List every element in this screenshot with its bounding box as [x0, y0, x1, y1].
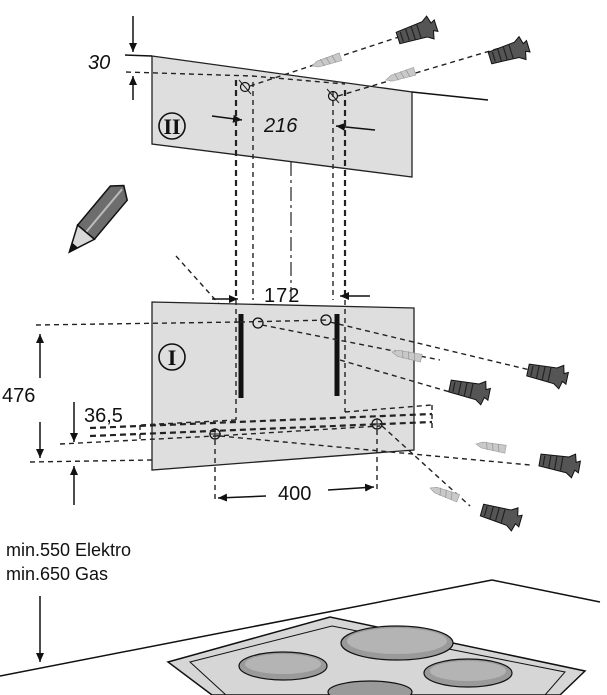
note-min-gas: min.650 Gas [6, 564, 108, 584]
upper-panel-label: II [163, 114, 180, 139]
wall-plug-icon [537, 447, 583, 480]
dimension-lower-spacing: 172 [212, 285, 370, 307]
dimension-upper-spacing: 216 [211, 114, 376, 137]
wall-plug-icon [446, 373, 493, 407]
dimension-lower-width: 400 [217, 483, 375, 505]
cooktop-icon [0, 579, 601, 695]
lower-anchors [219, 321, 583, 534]
dimension-height: 476 [2, 334, 44, 458]
pencil-icon [68, 184, 129, 254]
upper-hole-left [239, 81, 251, 93]
burner-front-centre [327, 680, 413, 695]
dim-30-label: 30 [88, 52, 110, 74]
note-min-electric: min.550 Elektro [6, 540, 131, 560]
dim-36-5-label: 36,5 [84, 405, 123, 427]
dim-172-label: 172 [264, 285, 300, 307]
dimension-top-offset: 30 [88, 16, 137, 100]
wall-plug-icon [524, 357, 571, 391]
dim-476-label: 476 [2, 385, 35, 407]
dimension-offset: 36,5 [70, 402, 123, 505]
wall-plug-icon [485, 34, 533, 71]
upper-hole-right [327, 90, 339, 102]
dim-216-label: 216 [263, 115, 298, 137]
lower-panel-label: I [168, 345, 177, 370]
upper-anchors [249, 13, 533, 97]
dim-400-label: 400 [278, 483, 311, 505]
upper-panel: II [124, 54, 489, 178]
wall-plug-icon [393, 13, 441, 51]
lower-panel: I [151, 301, 415, 471]
wall-plug-icon [478, 497, 525, 534]
